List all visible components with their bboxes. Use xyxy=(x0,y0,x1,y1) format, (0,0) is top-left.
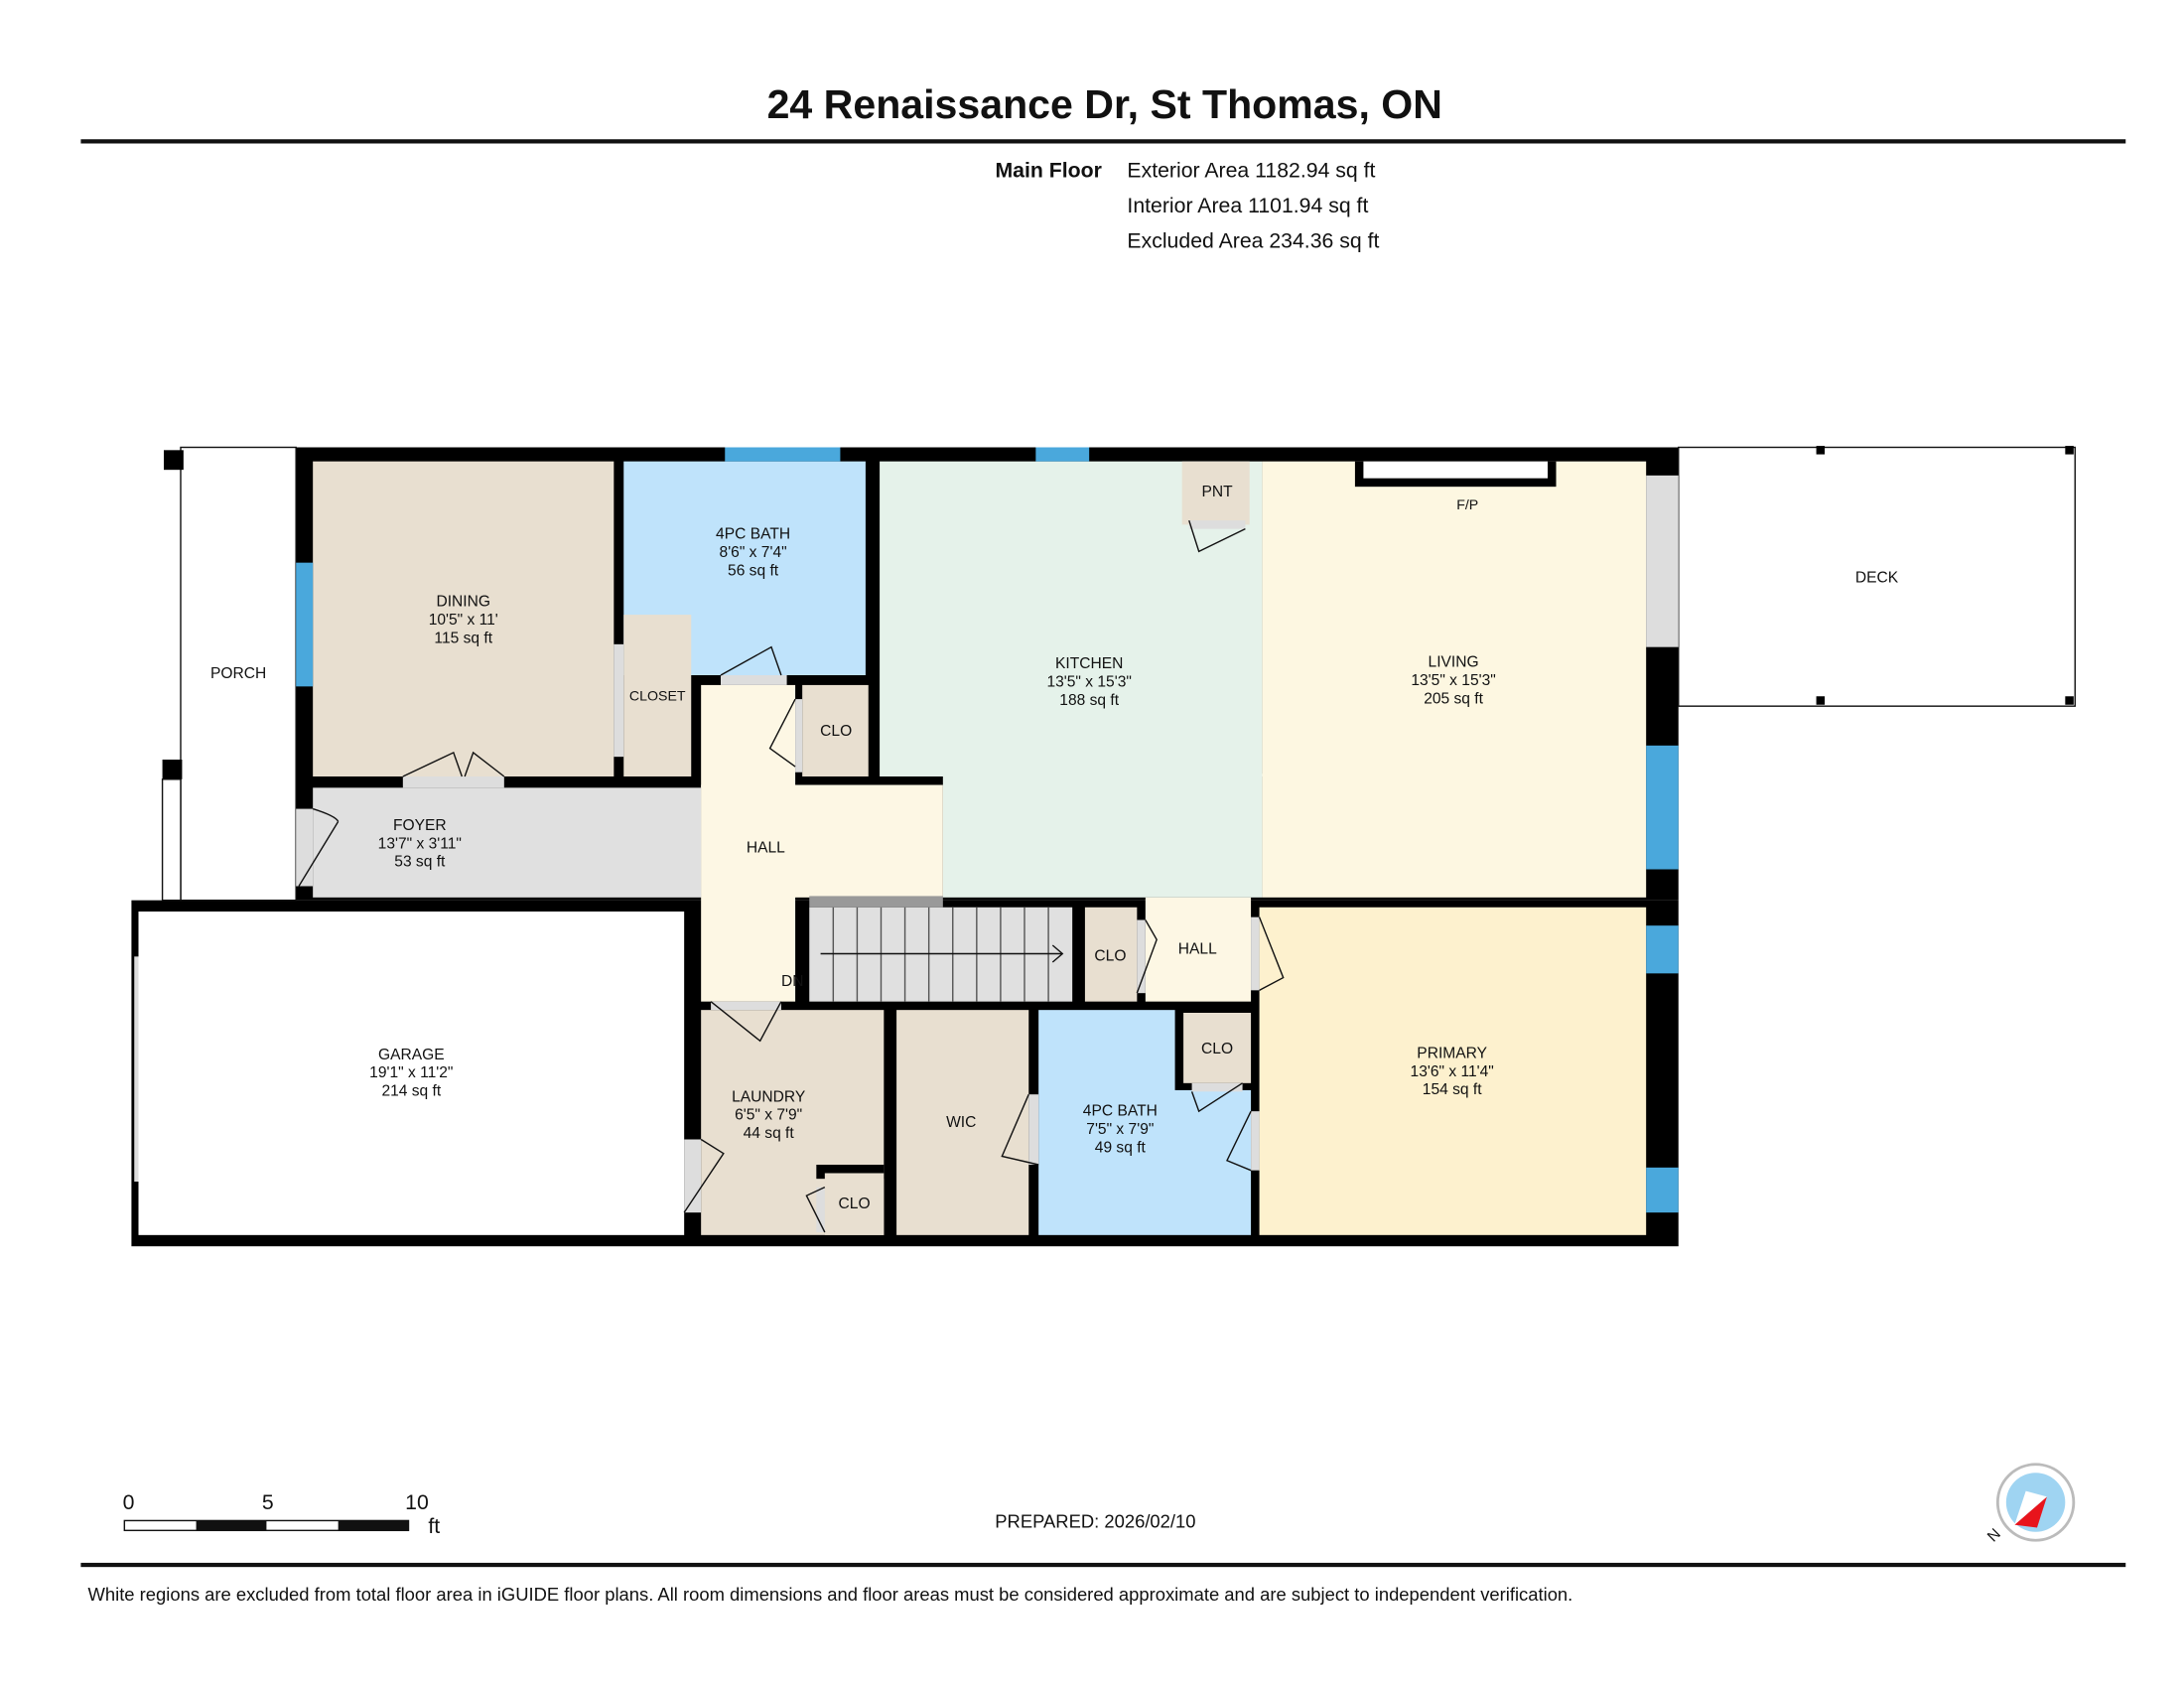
primary-name: PRIMARY xyxy=(1417,1045,1487,1061)
primary-area: 154 sq ft xyxy=(1423,1081,1482,1098)
garage-name: GARAGE xyxy=(378,1047,445,1063)
living-dims: 13'5" x 15'3" xyxy=(1411,672,1495,689)
bath2-name: 4PC BATH xyxy=(1083,1102,1158,1119)
scale-unit: ft xyxy=(428,1514,440,1538)
clo4-label: CLO xyxy=(1201,1041,1233,1057)
room-dining xyxy=(313,461,614,776)
laundry-name: LAUNDRY xyxy=(732,1088,806,1105)
scale-label-5: 5 xyxy=(262,1490,274,1514)
interior-area: Interior Area 1101.94 sq ft xyxy=(1127,194,1368,217)
wic-label: WIC xyxy=(946,1114,976,1131)
footer-divider xyxy=(80,1562,2126,1568)
door-openings xyxy=(134,520,1260,1232)
room-hall2 xyxy=(1145,897,1252,1002)
room-pantry xyxy=(1181,461,1250,525)
door-swings xyxy=(298,519,1285,1233)
bath1-name: 4PC BATH xyxy=(716,526,790,543)
primary-dims: 13'6" x 11'4" xyxy=(1411,1063,1494,1080)
kitchen-area: 188 sq ft xyxy=(1059,692,1119,709)
clo2-label: CLO xyxy=(1094,948,1126,965)
room-hall1-ext xyxy=(701,784,943,898)
stair-treads xyxy=(820,907,1064,1002)
dining-name: DINING xyxy=(436,594,490,611)
room-garage xyxy=(138,912,685,1235)
bath1-dims: 8'6" x 7'4" xyxy=(720,544,787,561)
room-labels: DINING 10'5" x 11' 115 sq ft 4PC BATH 8'… xyxy=(369,484,1496,1212)
stairs-down-label: DN xyxy=(781,973,804,990)
bath2-dims: 7'5" x 7'9" xyxy=(1086,1121,1154,1138)
hall1-label: HALL xyxy=(747,840,785,857)
foyer-name: FOYER xyxy=(393,817,447,834)
deck: DECK xyxy=(1678,446,2076,707)
bath2-area: 49 sq ft xyxy=(1095,1139,1147,1156)
room-label-deck: DECK xyxy=(1855,570,1899,587)
room-clo1 xyxy=(802,684,869,776)
living-name: LIVING xyxy=(1429,654,1479,671)
hall2-label: HALL xyxy=(1178,941,1217,958)
laundry-area: 44 sq ft xyxy=(744,1125,795,1142)
compass-north-label: N xyxy=(1984,1525,2004,1545)
garage-dims: 19'1" x 11'2" xyxy=(369,1064,453,1081)
clo1-label: CLO xyxy=(820,723,852,740)
windows xyxy=(296,447,1679,1213)
header-divider xyxy=(80,139,2126,144)
garage-area: 214 sq ft xyxy=(381,1083,441,1100)
closet-label: CLOSET xyxy=(629,689,686,705)
exterior-area: Exterior Area 1182.94 sq ft xyxy=(1127,159,1375,183)
porch: PORCH xyxy=(161,446,297,902)
bath1-area: 56 sq ft xyxy=(728,562,779,579)
room-clo2 xyxy=(1084,907,1138,1002)
floor-name: Main Floor xyxy=(995,159,1101,183)
compass-icon: N xyxy=(1984,1463,2076,1545)
clo3-label: CLO xyxy=(839,1196,871,1212)
room-primary xyxy=(1259,907,1647,1235)
fireplace-label: F/P xyxy=(1456,497,1478,513)
kitchen-dims: 13'5" x 15'3" xyxy=(1046,673,1131,690)
room-foyer xyxy=(313,787,702,898)
dining-dims: 10'5" x 11' xyxy=(429,612,498,629)
kitchen-name: KITCHEN xyxy=(1055,655,1123,672)
room-label-porch: PORCH xyxy=(210,665,266,682)
room-closet xyxy=(623,615,692,776)
page-title: 24 Renaissance Dr, St Thomas, ON xyxy=(767,81,1442,127)
scale-label-0: 0 xyxy=(123,1490,135,1514)
room-clo4 xyxy=(1183,1013,1252,1083)
room-wic xyxy=(896,1010,1029,1235)
footer-disclaimer: White regions are excluded from total fl… xyxy=(87,1584,1572,1605)
room-kitchen-lower xyxy=(942,774,1263,898)
living-area: 205 sq ft xyxy=(1424,690,1483,707)
prepared-date: PREPARED: 2026/02/10 xyxy=(995,1511,1195,1532)
excluded-area: Excluded Area 234.36 sq ft xyxy=(1127,228,1379,252)
scale-bar: 0 5 10 ft xyxy=(123,1490,441,1538)
scale-label-10: 10 xyxy=(405,1490,429,1514)
laundry-dims: 6'5" x 7'9" xyxy=(735,1107,802,1124)
foyer-dims: 13'7" x 3'11" xyxy=(378,835,462,852)
room-clo3 xyxy=(824,1173,885,1235)
foyer-area: 53 sq ft xyxy=(394,854,446,871)
dining-area: 115 sq ft xyxy=(434,630,492,646)
room-living xyxy=(1262,461,1647,898)
pantry-label: PNT xyxy=(1201,484,1233,500)
